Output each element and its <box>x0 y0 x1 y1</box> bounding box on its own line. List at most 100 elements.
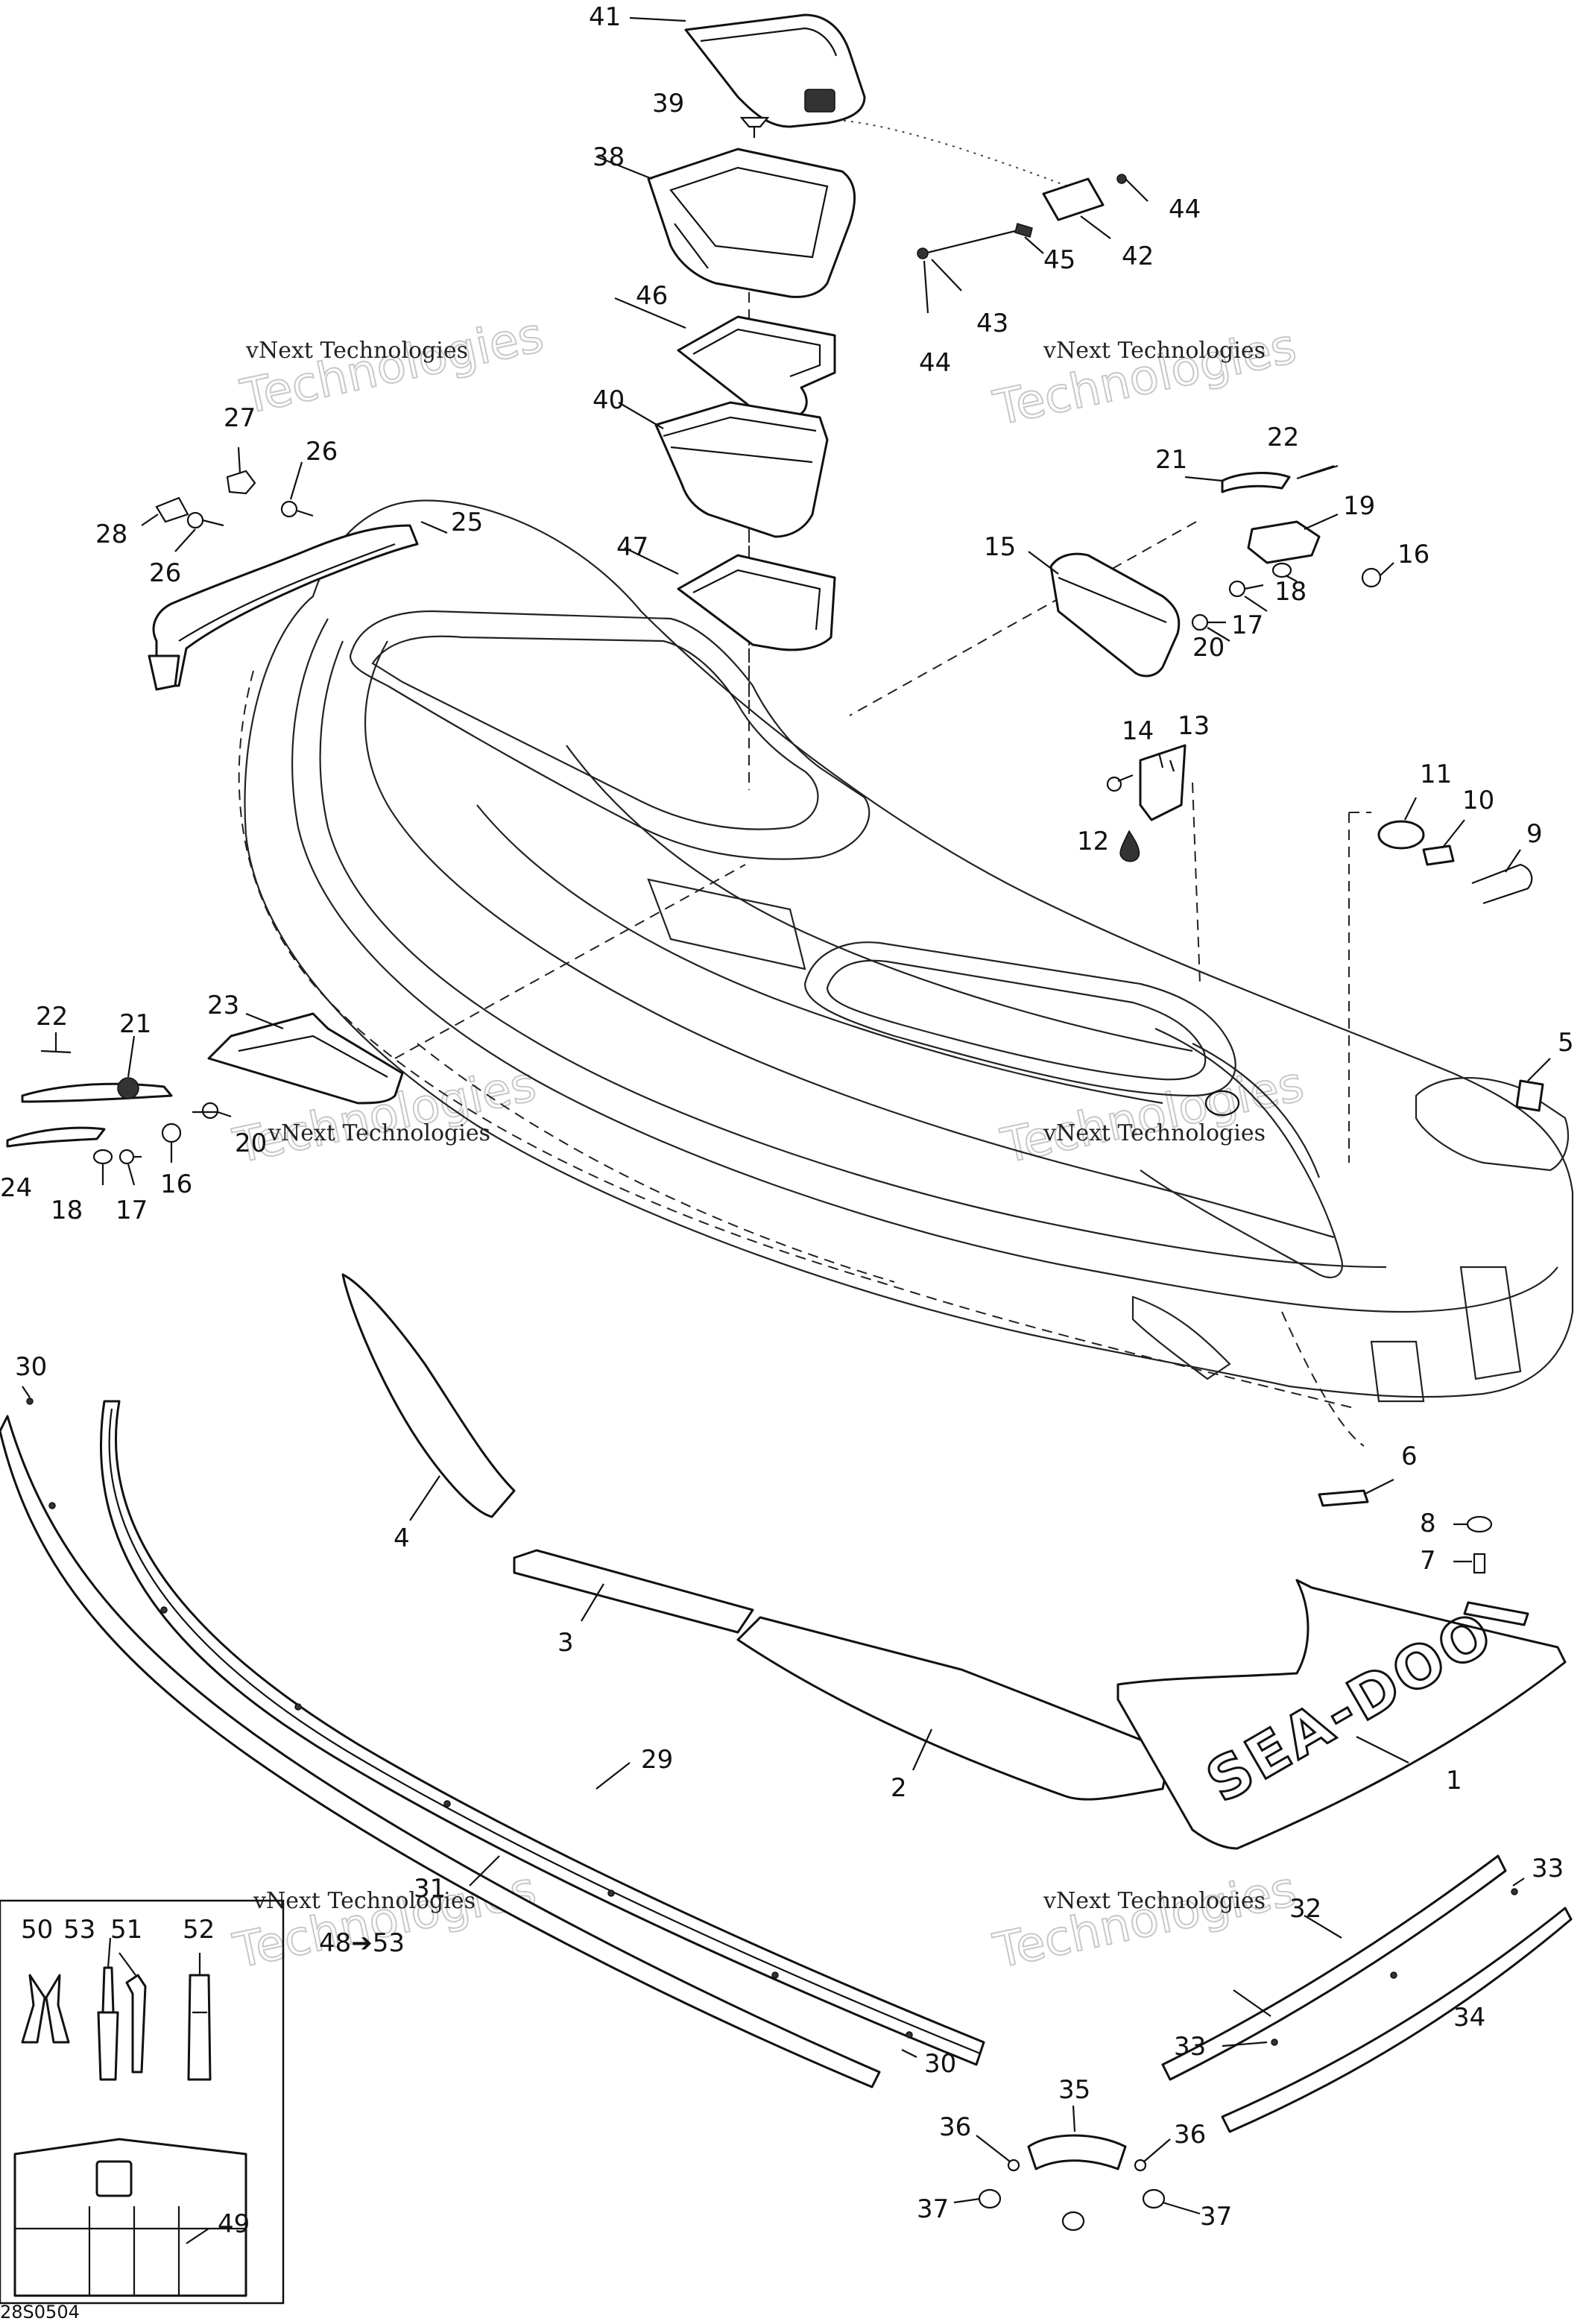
cap-37b <box>1061 2211 1085 2232</box>
plug-16-right <box>1361 567 1382 588</box>
callout-33-bottom: 33 <box>1174 2032 1206 2062</box>
callout-23: 23 <box>207 991 239 1020</box>
callout-14: 14 <box>1122 716 1154 746</box>
callout-31: 31 <box>414 1874 446 1904</box>
mat-4 <box>341 1273 516 1518</box>
callout-32: 32 <box>1289 1894 1321 1924</box>
callout-9: 9 <box>1526 819 1543 849</box>
tool-kit-frame <box>0 1899 285 2305</box>
svg-text:vNext Technologies: vNext Technologies <box>245 338 468 364</box>
grab-handle-15 <box>1049 552 1181 678</box>
watermark-5: Technologies vNext Technologies <box>228 1861 542 1980</box>
callout-51: 51 <box>110 1915 142 1945</box>
callout-17-right: 17 <box>1231 610 1263 640</box>
screw-36b <box>1134 2159 1147 2172</box>
callout-11: 11 <box>1420 760 1452 789</box>
callout-44-bottom: 44 <box>919 348 951 378</box>
screw-17-left <box>119 1149 142 1165</box>
cap-21-right <box>1221 472 1291 493</box>
rub-rail-29 <box>100 1400 985 2066</box>
insert-28 <box>155 496 189 523</box>
decal-6 <box>1318 1489 1369 1507</box>
callout-34: 34 <box>1453 2003 1485 2033</box>
callout-37-left: 37 <box>917 2194 949 2224</box>
pin-22-left <box>40 1049 72 1054</box>
callout-21-right: 21 <box>1155 445 1187 475</box>
callout-15: 15 <box>984 532 1016 562</box>
callout-3: 3 <box>557 1628 574 1658</box>
cover-42 <box>1042 177 1105 221</box>
callout-numbers: 41 39 38 46 40 47 44 42 45 43 44 27 26 2… <box>0 2 1574 2239</box>
callout-1: 1 <box>1446 1766 1462 1796</box>
grab-handle-23 <box>207 1012 404 1105</box>
storage-frame-38 <box>647 148 856 298</box>
callout-33-top: 33 <box>1532 1854 1564 1883</box>
callout-36-right: 36 <box>1174 2120 1206 2150</box>
callout-27: 27 <box>224 403 256 433</box>
plug-8 <box>1466 1515 1493 1533</box>
callout-45: 45 <box>1043 245 1075 275</box>
callout-10: 10 <box>1462 786 1494 815</box>
cap-19 <box>1247 520 1321 564</box>
callout-49: 49 <box>218 2209 250 2239</box>
screw-20-right <box>1191 613 1226 631</box>
cap-24 <box>6 1126 106 1148</box>
svg-text:Technologies: Technologies <box>989 1862 1301 1980</box>
callout-43: 43 <box>976 309 1008 338</box>
trim-strip <box>1463 1601 1529 1626</box>
callout-38: 38 <box>593 142 625 172</box>
nut-14 <box>1106 776 1122 792</box>
screw-17-right <box>1228 580 1264 598</box>
cap-37a <box>978 2188 1002 2209</box>
callout-20-left: 20 <box>235 1128 267 1158</box>
plug-16-left <box>161 1122 182 1143</box>
callout-29: 29 <box>641 1745 673 1775</box>
callout-25: 25 <box>451 508 483 537</box>
washer-18-left <box>92 1149 113 1165</box>
svg-text:vNext Technologies: vNext Technologies <box>253 1888 476 1914</box>
kit-range-arrow: ➔ <box>351 1928 373 1958</box>
callout-37-right: 37 <box>1200 2202 1232 2232</box>
spring-45 <box>1014 223 1033 238</box>
callout-35: 35 <box>1058 2075 1090 2105</box>
nut-27 <box>226 470 256 495</box>
sealant-12 <box>1119 830 1140 862</box>
callout-46: 46 <box>636 281 668 311</box>
callout-21-left: 21 <box>119 1009 151 1039</box>
watermark-1: Technologies vNext Technologies <box>236 307 549 426</box>
storage-cover-41 <box>684 13 866 128</box>
callout-30-top: 30 <box>15 1352 47 1382</box>
decal-5 <box>1515 1079 1544 1112</box>
callout-47: 47 <box>616 532 648 562</box>
rub-rail-34 <box>1221 1907 1573 2133</box>
rub-rail-31 <box>0 1415 881 2088</box>
screw-20-left <box>201 1102 232 1120</box>
callout-30-bottom: 30 <box>924 2049 956 2079</box>
u-bolt-9 <box>1471 863 1533 905</box>
washer-18-right <box>1271 562 1292 578</box>
screw-39 <box>739 116 770 138</box>
eyelet-10 <box>1422 844 1455 866</box>
callout-42: 42 <box>1122 241 1154 271</box>
callout-4: 4 <box>394 1523 410 1553</box>
spark-plug-socket-52 <box>187 1974 212 2081</box>
callout-18-left: 18 <box>51 1196 83 1225</box>
callout-24: 24 <box>0 1173 32 1203</box>
screwdriver-53 <box>97 1966 119 2081</box>
callout-22-left: 22 <box>36 1002 68 1032</box>
callout-41: 41 <box>589 2 621 32</box>
callout-6: 6 <box>1401 1442 1418 1471</box>
callout-8: 8 <box>1420 1509 1436 1538</box>
screw-7 <box>1473 1553 1486 1574</box>
rail-screws-30 <box>26 1398 913 2039</box>
callout-7: 7 <box>1420 1546 1436 1576</box>
callout-19: 19 <box>1343 491 1375 521</box>
cap-21-left <box>21 1077 173 1103</box>
svg-text:Technologies: Technologies <box>229 1862 541 1980</box>
clip-44b <box>1116 174 1127 184</box>
callout-28: 28 <box>95 520 127 549</box>
screw-36a <box>1007 2159 1020 2172</box>
storage-bin-40 <box>654 401 829 538</box>
callout-13: 13 <box>1178 711 1210 741</box>
leader-lines <box>22 16 1551 2244</box>
